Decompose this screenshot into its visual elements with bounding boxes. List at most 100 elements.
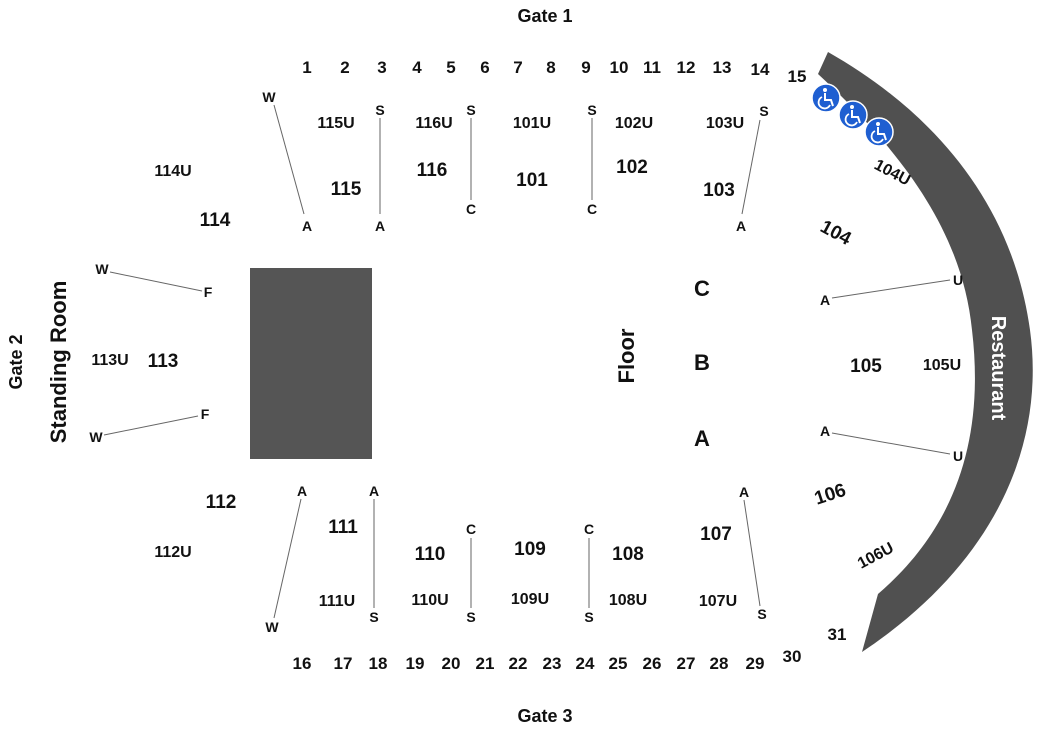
section-112u[interactable]: 112U [154, 544, 191, 561]
floor-row-b[interactable]: B [694, 350, 710, 375]
section-116[interactable]: 116 [417, 160, 448, 181]
section-109u[interactable]: 109U [511, 591, 549, 608]
floor-row-c[interactable]: C [694, 276, 710, 301]
section-106[interactable]: 106 [812, 480, 849, 510]
entry-number: 14 [751, 60, 770, 79]
aisle-line [273, 498, 302, 619]
entry-number: 18 [369, 654, 388, 673]
section-109[interactable]: 109 [514, 539, 546, 560]
row-letter: S [375, 102, 384, 118]
entry-number: 21 [476, 654, 495, 673]
wheelchair-icon[interactable] [838, 100, 868, 130]
section-112[interactable]: 112 [206, 492, 237, 513]
section-114[interactable]: 114 [200, 210, 231, 231]
section-113u[interactable]: 113U [91, 352, 128, 369]
gate-3-label[interactable]: Gate 3 [517, 706, 572, 726]
section-105u[interactable]: 105U [923, 357, 961, 374]
wheelchair-icon[interactable] [811, 83, 841, 113]
entry-number: 11 [643, 58, 661, 77]
entry-number: 7 [513, 58, 522, 77]
entry-number: 15 [788, 67, 807, 86]
standing-room-label[interactable]: Standing Room [46, 281, 71, 444]
aisle-line [741, 119, 761, 215]
entry-number: 24 [576, 654, 595, 673]
floor-label[interactable]: Floor [614, 328, 639, 383]
section-111u[interactable]: 111U [319, 593, 355, 610]
entry-number: 19 [406, 654, 425, 673]
section-110u[interactable]: 110U [411, 592, 448, 609]
row-letter: W [262, 89, 276, 105]
section-102[interactable]: 102 [616, 157, 648, 178]
row-letter: S [759, 103, 768, 119]
entry-number: 29 [746, 654, 765, 673]
entry-number: 10 [610, 58, 629, 77]
section-107[interactable]: 107 [700, 524, 732, 545]
row-letter: F [201, 406, 210, 422]
section-115[interactable]: 115 [331, 179, 362, 200]
row-letter: S [757, 606, 766, 622]
section-115u[interactable]: 115U [317, 115, 354, 132]
row-letter: A [369, 483, 379, 499]
row-letter: S [587, 102, 596, 118]
row-letter: W [265, 619, 279, 635]
entry-number: 4 [412, 58, 422, 77]
section-116u[interactable]: 116U [415, 115, 452, 132]
row-letter: C [584, 521, 594, 537]
section-103[interactable]: 103 [703, 180, 735, 201]
row-letter: S [466, 102, 475, 118]
entry-number: 12 [677, 58, 696, 77]
entry-number: 17 [334, 654, 353, 673]
row-letter: S [584, 609, 593, 625]
aisle-line [103, 415, 199, 436]
entry-number: 20 [442, 654, 461, 673]
row-letter: A [820, 423, 830, 439]
row-letter: A [739, 484, 749, 500]
entry-number: 1 [302, 58, 311, 77]
entry-number: 28 [710, 654, 729, 673]
row-letter: A [820, 292, 830, 308]
section-110[interactable]: 110 [415, 544, 446, 565]
row-letter: A [297, 483, 307, 499]
entry-number: 31 [828, 625, 847, 644]
section-113[interactable]: 113 [148, 351, 179, 372]
row-letter: A [736, 218, 746, 234]
row-letter: A [375, 218, 385, 234]
entry-number: 9 [581, 58, 590, 77]
entry-number: 16 [293, 654, 312, 673]
row-letter: W [95, 261, 109, 277]
section-104[interactable]: 104 [817, 216, 855, 250]
section-108u[interactable]: 108U [609, 592, 647, 609]
section-114u[interactable]: 114U [154, 163, 191, 180]
restaurant-concourse[interactable] [818, 52, 1033, 652]
entry-number: 3 [377, 58, 386, 77]
floor-row-a[interactable]: A [694, 426, 710, 451]
row-letter: W [89, 429, 103, 445]
section-103u[interactable]: 103U [706, 115, 744, 132]
aisle-line [831, 432, 951, 455]
aisle-line [273, 104, 305, 215]
section-111[interactable]: 111 [328, 517, 358, 538]
entry-number: 30 [783, 647, 802, 666]
section-105[interactable]: 105 [850, 356, 882, 377]
row-letter: U [953, 272, 963, 288]
entry-number: 22 [509, 654, 528, 673]
aisle-line [743, 499, 761, 607]
gate-1-label[interactable]: Gate 1 [517, 6, 572, 26]
entry-number: 2 [340, 58, 349, 77]
wheelchair-icon[interactable] [864, 117, 894, 147]
section-108[interactable]: 108 [612, 544, 644, 565]
section-101[interactable]: 101 [516, 170, 548, 191]
section-101u[interactable]: 101U [513, 115, 551, 132]
entry-number: 26 [643, 654, 662, 673]
row-letter: C [466, 521, 476, 537]
entry-number: 5 [446, 58, 455, 77]
section-102u[interactable]: 102U [615, 115, 653, 132]
section-107u[interactable]: 107U [699, 593, 737, 610]
entry-number: 25 [609, 654, 628, 673]
gate-2-label[interactable]: Gate 2 [6, 334, 26, 389]
stage-block [250, 268, 372, 459]
section-106u[interactable]: 106U [855, 540, 897, 573]
entry-number: 13 [713, 58, 732, 77]
entry-number: 6 [480, 58, 489, 77]
